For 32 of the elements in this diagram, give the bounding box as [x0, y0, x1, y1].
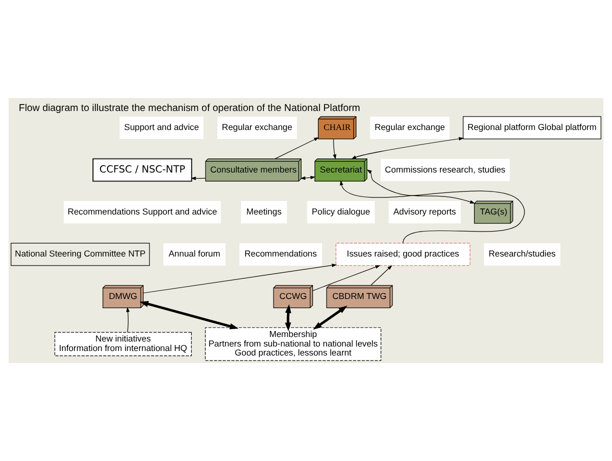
label: Regular exchange — [374, 122, 445, 132]
node-box: National Steering Committee NTP — [10, 242, 150, 266]
arrow — [140, 301, 239, 330]
label: Policy dialogue — [312, 206, 370, 216]
arrow — [190, 176, 206, 180]
arrow — [332, 138, 336, 160]
node-box: Issues raised; good practices — [336, 242, 470, 266]
node-box: Membership Partners from sub-national to national levels Good practices, lessons learnt — [205, 327, 382, 361]
arrow — [284, 304, 292, 332]
arrow — [366, 169, 475, 204]
arrow — [312, 265, 380, 291]
arrow — [143, 264, 337, 294]
label: Meetings — [246, 206, 282, 216]
node-box: New initiatives Information from international HQ — [54, 332, 192, 356]
label: Support and advice — [124, 122, 199, 132]
label: Recommendations Support and advice — [68, 206, 218, 216]
arrow — [313, 306, 348, 330]
arrow — [370, 265, 392, 286]
diagram-title: Flow diagram to illustrate the mechanism of operation of the National Platform — [18, 102, 360, 114]
arrow — [340, 180, 525, 244]
label: Regular exchange — [222, 122, 292, 132]
label: Advisory reports — [393, 206, 456, 216]
arrow — [351, 137, 464, 160]
label: Commissions research, studies — [384, 164, 506, 174]
arrow — [300, 176, 316, 180]
label: Recommendations — [244, 248, 317, 259]
label: Annual forum — [168, 248, 220, 259]
node-box: CCFSC / NSC-NTP — [92, 158, 192, 182]
arrow — [274, 137, 320, 160]
arrow — [126, 307, 130, 332]
label: Research/studies — [488, 248, 556, 259]
node-box: Regional platform Global platform — [462, 116, 602, 140]
